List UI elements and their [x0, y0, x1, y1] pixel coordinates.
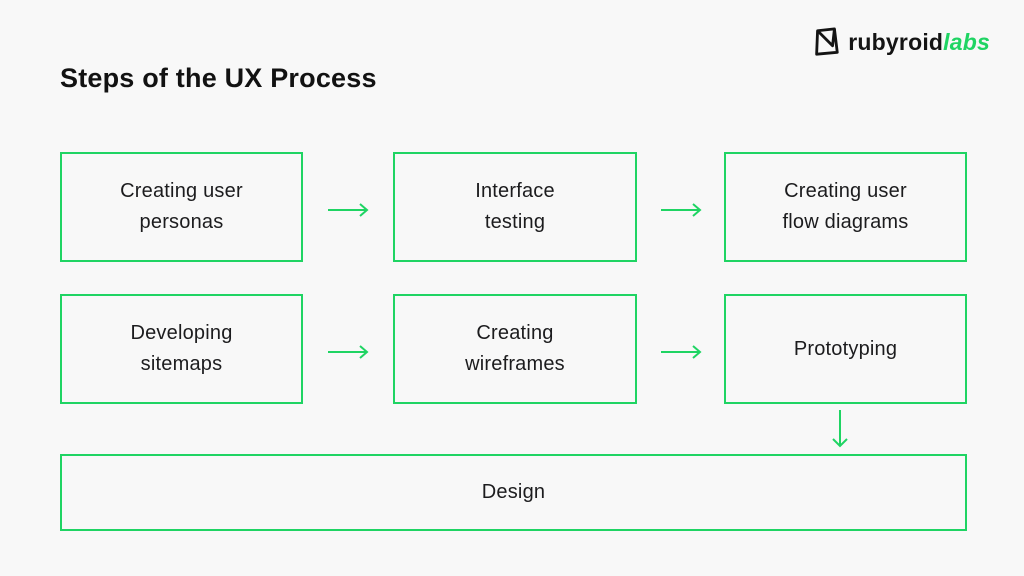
step-box-design: Design [60, 454, 967, 531]
step-box-creating-user-flow-diagrams: Creating user flow diagrams [724, 152, 967, 262]
step-label-line: Interface [475, 180, 555, 202]
step-label-line: Creating user [784, 180, 907, 202]
step-label-line: Prototyping [793, 337, 898, 360]
step-box-interface-testing: Interface testing [393, 152, 637, 262]
step-box-prototyping: Prototyping [724, 294, 967, 404]
step-label-line: Creating [476, 322, 554, 344]
page-title: Steps of the UX Process [60, 63, 377, 93]
step-label-line: wireframes [465, 353, 565, 375]
step-label-line: testing [484, 211, 546, 233]
arrow-down-icon [828, 408, 852, 450]
step-label-line: flow diagrams [782, 211, 909, 233]
arrow-right-icon [659, 202, 704, 218]
step-label-line: sitemaps [140, 353, 223, 375]
logo-text: rubyroidlabs [848, 29, 990, 56]
step-box-creating-wireframes: Creating wireframes [393, 294, 637, 404]
logo: rubyroidlabs [811, 26, 990, 58]
arrow-right-icon [659, 344, 704, 360]
rubyroid-origami-mark-icon [811, 26, 841, 58]
arrow-right-icon [326, 344, 371, 360]
arrow-right-icon [326, 202, 371, 218]
step-label-line: Creating user [120, 180, 243, 202]
logo-suffix: labs [943, 28, 990, 55]
step-box-creating-user-personas: Creating user personas [60, 152, 303, 262]
step-label-line: personas [139, 211, 224, 233]
step-label-line: Design [481, 481, 546, 503]
step-label-line: Developing [130, 322, 233, 344]
step-box-developing-sitemaps: Developing sitemaps [60, 294, 303, 404]
logo-name: rubyroid [848, 28, 944, 55]
